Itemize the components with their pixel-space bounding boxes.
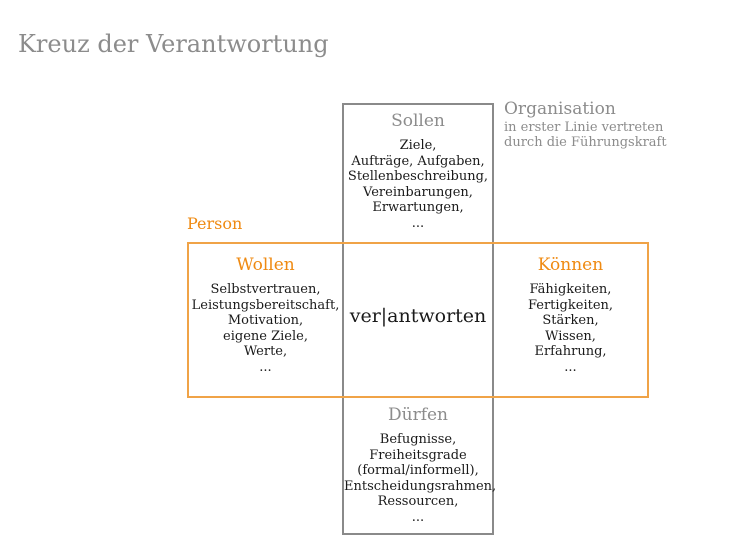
wollen-item: eigene Ziele, — [223, 328, 308, 344]
sollen-item: Stellenbeschreibung, — [347, 169, 489, 184]
duerfen-item: Befugnisse, — [379, 432, 457, 447]
wollen-heading: Wollen — [236, 255, 295, 275]
duerfen-item: (formal/informell), — [357, 463, 479, 478]
wollen-item: Leistungsbereitschaft, — [191, 297, 340, 313]
sollen-block: Sollen Ziele, Aufträge, Aufgaben, Stelle… — [344, 110, 492, 231]
koennen-item: Erfahrung, — [534, 344, 607, 359]
koennen-item: Fertigkeiten, — [527, 297, 614, 313]
wollen-item: Motivation, — [227, 313, 304, 328]
koennen-item: ... — [564, 359, 577, 375]
wollen-item: Selbstvertrauen, — [210, 282, 321, 297]
page-title: Kreuz der Verantwortung — [18, 30, 329, 58]
sollen-item: Aufträge, Aufgaben, — [351, 153, 485, 169]
sollen-item: Vereinbarungen, — [363, 184, 473, 200]
duerfen-item: Ressourcen, — [377, 494, 459, 509]
sollen-item: ... — [411, 215, 425, 231]
person-axis-box — [187, 242, 649, 398]
organisation-heading: Organisation — [504, 99, 616, 119]
sollen-item: Erwartungen, — [372, 200, 464, 215]
organisation-axis-box — [342, 103, 494, 535]
organisation-sub-line: durch die Führungskraft — [504, 135, 667, 150]
sollen-item: Ziele, — [399, 138, 437, 153]
center-label: ver|antworten — [349, 305, 487, 327]
duerfen-item: Freiheitsgrade — [369, 447, 467, 463]
koennen-item: Stärken, — [542, 313, 599, 328]
koennen-block: Können Fähigkeiten, Fertigkeiten, Stärke… — [494, 254, 647, 375]
sollen-heading: Sollen — [391, 111, 445, 131]
duerfen-item: Entscheidungsrahmen, — [344, 478, 497, 494]
wollen-item: ... — [259, 359, 272, 375]
koennen-heading: Können — [537, 255, 604, 275]
koennen-item: Fähigkeiten, — [529, 282, 612, 297]
duerfen-item: ... — [411, 509, 425, 525]
koennen-item: Wissen, — [545, 328, 596, 344]
organisation-sub-line: in erster Linie vertreten — [504, 120, 664, 135]
wollen-block: Wollen Selbstvertrauen, Leistungsbereits… — [189, 254, 342, 375]
duerfen-heading: Dürfen — [387, 405, 448, 425]
duerfen-block: Dürfen Befugnisse, Freiheitsgrade (forma… — [344, 404, 497, 525]
wollen-item: Werte, — [243, 344, 288, 359]
person-label: Person — [187, 214, 243, 233]
organisation-label: Organisation in erster Linie vertreten d… — [504, 98, 667, 150]
